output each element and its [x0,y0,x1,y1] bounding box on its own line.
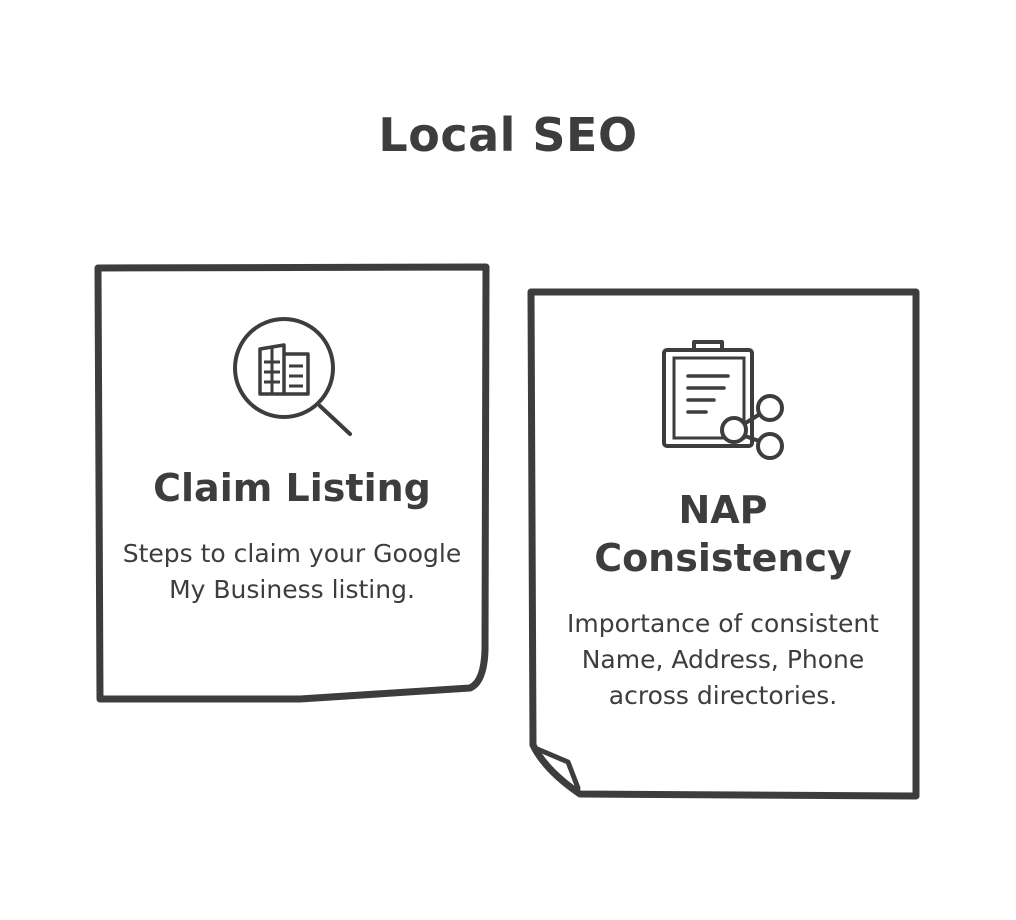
page-title: Local SEO [378,108,638,162]
search-listing-icon [233,317,352,436]
card-claim-listing: Claim Listing Steps to claim your Google… [110,464,474,608]
card-claim-listing-frame [94,263,490,703]
card-nap-consistency: NAP Consistency Importance of consistent… [545,486,901,714]
card-description: Steps to claim your Google My Business l… [122,539,462,604]
card-description: Importance of consistent Name, Address, … [567,609,879,710]
card-nap-folded-corner [532,745,581,791]
clipboard-share-icon [662,340,784,460]
card-title: NAP Consistency [594,488,852,580]
card-title: Claim Listing [153,466,431,510]
